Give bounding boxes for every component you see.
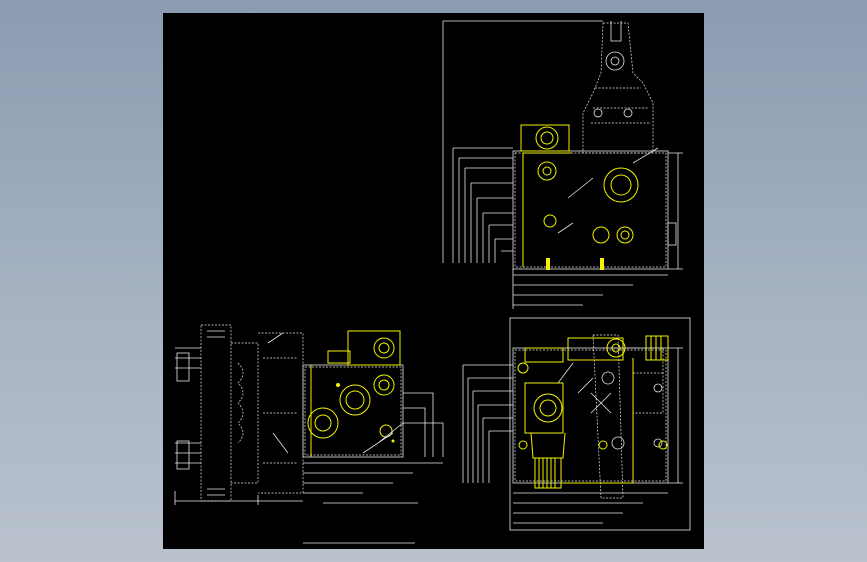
cad-drawing <box>174 20 691 544</box>
bottom-right-view <box>462 317 691 531</box>
valve-component <box>307 330 401 457</box>
drawing-canvas[interactable] <box>163 13 704 549</box>
valve-component <box>517 335 669 489</box>
bottom-left-view <box>174 324 444 505</box>
top-right-view <box>442 20 683 309</box>
valve-component <box>520 124 639 270</box>
